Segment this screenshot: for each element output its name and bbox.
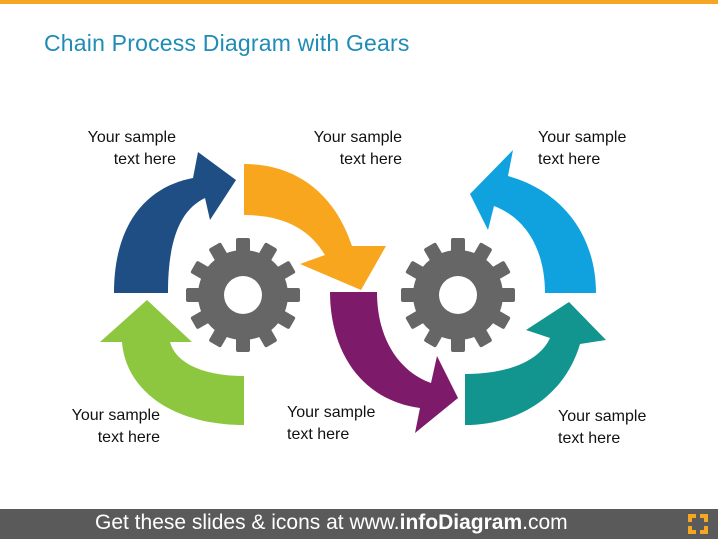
navy-arrow — [114, 152, 236, 293]
label-bottom-left: Your sample text here — [44, 405, 160, 449]
label-top-right: Your sample text here — [538, 127, 654, 171]
label-line: text here — [113, 151, 176, 168]
footer-suffix: .com — [522, 511, 568, 534]
label-line: Your sample — [313, 129, 402, 146]
page-title: Chain Process Diagram with Gears — [44, 30, 410, 56]
footer-brand: infoDiagram — [399, 511, 523, 534]
gear-icon — [186, 238, 300, 352]
footer-prefix: Get these slides & icons at www. — [95, 511, 400, 534]
label-line: Your sample — [558, 408, 647, 425]
top-accent-bar — [0, 0, 718, 4]
label-line: text here — [287, 426, 350, 443]
gear-icon — [401, 238, 515, 352]
sky-arrow — [470, 150, 596, 293]
footer-bar: Get these slides & icons at www.infoDiag… — [0, 509, 718, 539]
label-line: Your sample — [287, 404, 376, 421]
orange-arrow — [244, 164, 386, 290]
label-bottom-middle: Your sample text here — [287, 402, 403, 446]
label-line: Your sample — [87, 129, 176, 146]
green-arrow — [100, 300, 244, 425]
label-line: text here — [558, 430, 621, 447]
brand-corner-icon — [688, 514, 708, 534]
label-line: text here — [97, 429, 160, 446]
footer-link[interactable]: Get these slides & icons at www.infoDiag… — [95, 511, 568, 535]
label-bottom-right: Your sample text here — [558, 406, 674, 450]
label-line: text here — [538, 151, 601, 168]
label-top-left: Your sample text here — [60, 127, 176, 171]
purple-arrow — [330, 292, 458, 433]
label-line: Your sample — [538, 129, 627, 146]
label-line: text here — [339, 151, 402, 168]
teal-arrow — [465, 302, 606, 425]
label-top-middle: Your sample text here — [286, 127, 402, 171]
label-line: Your sample — [71, 407, 160, 424]
